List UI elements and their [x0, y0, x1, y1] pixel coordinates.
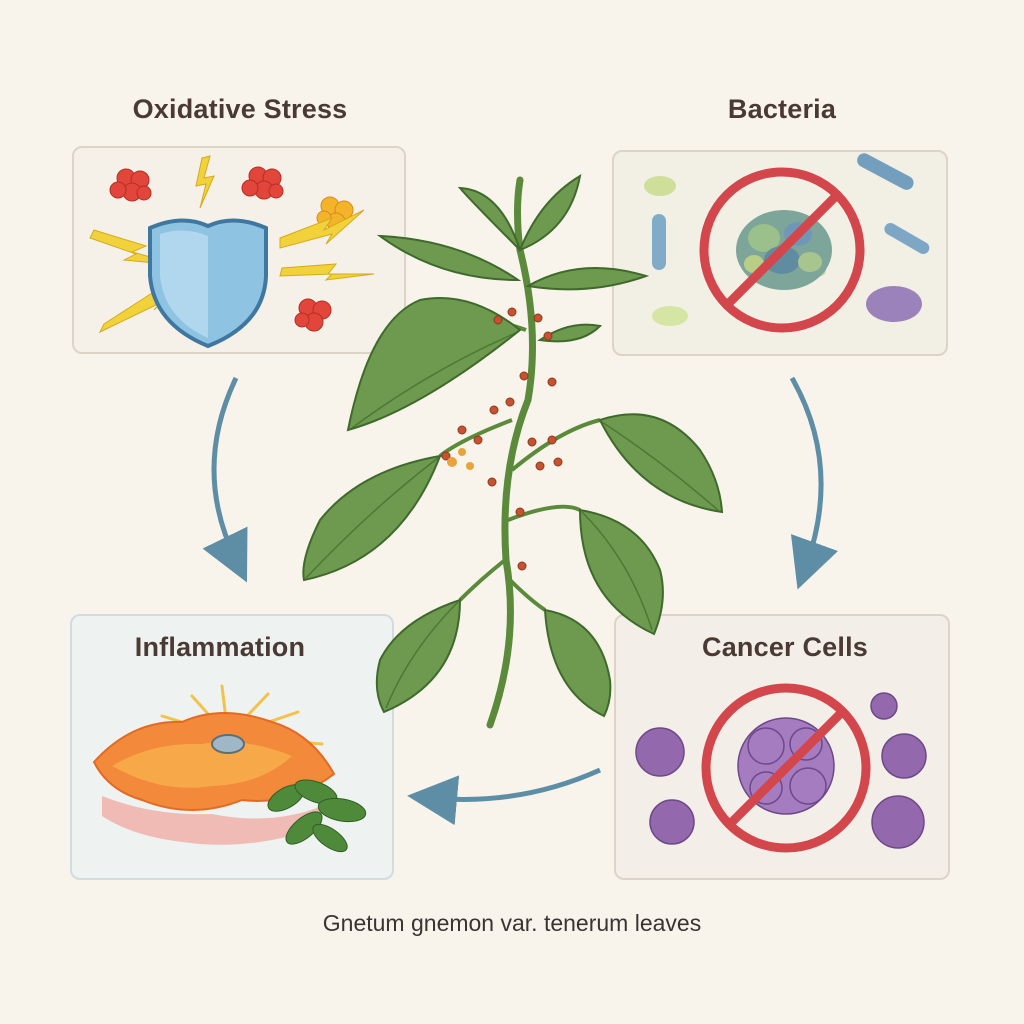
- inflammation-icon: [92, 684, 367, 853]
- arrow-cancer-to-inflammation: [407, 767, 602, 826]
- cancer-cells-title: Cancer Cells: [702, 632, 868, 662]
- oxidative-stress-title: Oxidative Stress: [132, 94, 348, 124]
- bacteria-panel: [612, 150, 948, 356]
- plant-species-caption: Gnetum gnemon var. tenerum leaves: [322, 910, 702, 936]
- inflammation-title: Inflammation: [134, 632, 306, 662]
- arrow-bacteria-to-cancer: [789, 376, 838, 590]
- prohibited-cancer-cell-icon: [635, 683, 927, 853]
- bacteria-title: Bacteria: [727, 94, 837, 124]
- prohibited-bacteria-icon: [644, 153, 930, 333]
- oxidative-stress-panel: [72, 146, 406, 354]
- cancer-cells-panel: [614, 614, 950, 880]
- inflammation-panel: [70, 614, 394, 880]
- arrow-oxidative-to-inflammation: [202, 376, 248, 583]
- shield-icon: [89, 155, 375, 349]
